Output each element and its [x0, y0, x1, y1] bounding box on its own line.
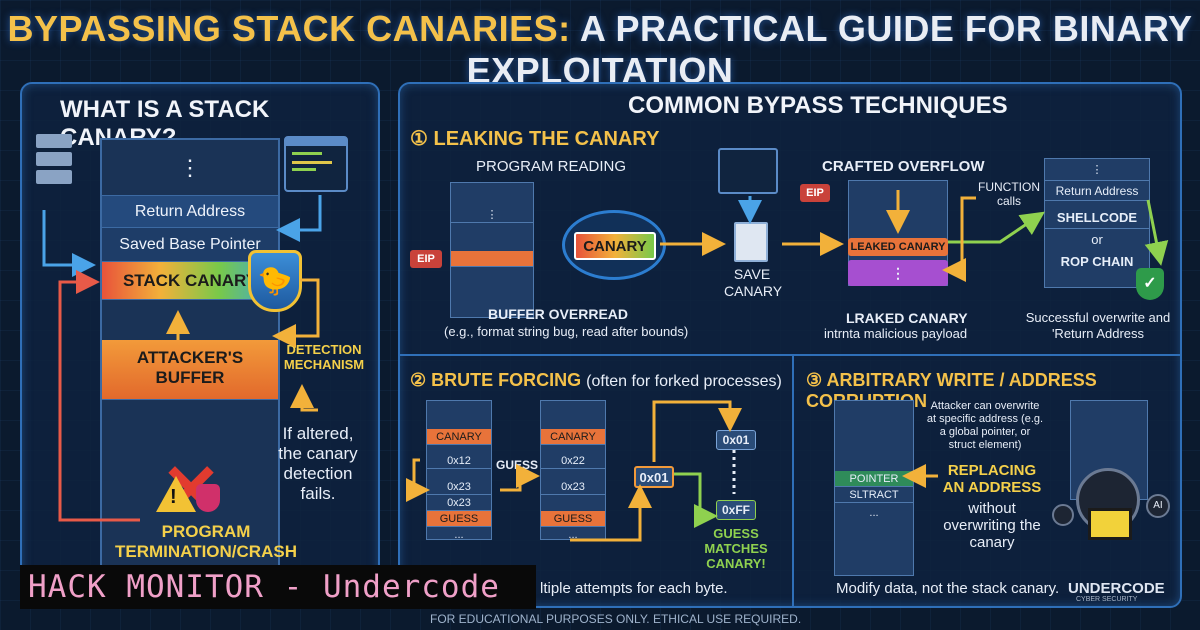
leak-canary-box: CANARY: [574, 232, 656, 260]
brute1-canary: CANARY: [427, 429, 491, 445]
brute1-x23b: 0x23: [427, 495, 491, 511]
arbitrary-note: Attacker can overwrite at specific addre…: [926, 400, 1044, 451]
warning-exclamation: !: [170, 486, 177, 508]
lraked-canary-label: LRAKED CANARY: [846, 310, 968, 326]
brute2-x23: 0x23: [541, 479, 605, 495]
leak-eip-tag: EIP: [410, 250, 442, 268]
termination-line1: PROGRAM: [161, 522, 251, 541]
leak-stack-dots: ⋮: [451, 207, 533, 223]
leak-stack: ⋮: [450, 182, 534, 318]
brute1-x23a: 0x23: [427, 479, 491, 495]
buffer-line1: ATTACKER'S: [136, 348, 244, 367]
return-address-cell: Return Address: [102, 196, 278, 228]
saved-base-pointer-cell: Saved Base Pointer: [102, 228, 278, 262]
x01-top-box: 0x01: [716, 430, 756, 450]
program-reading-label: PROGRAM READING: [476, 158, 627, 175]
mascot-laptop-icon: [1088, 508, 1132, 540]
code-window-icon: [284, 136, 348, 192]
left-panel-arrows: [42, 195, 322, 522]
brute1-x12: 0x12: [427, 453, 491, 469]
without-note: without overwriting the canary: [943, 500, 1041, 551]
warning-icon: [156, 476, 196, 512]
brute2-guess: GUESS: [541, 511, 605, 527]
brute-heading: ② BRUTE FORCING (often for forked proces…: [410, 370, 782, 391]
brute-arrows: [406, 400, 742, 542]
section-divider-v: [792, 354, 794, 606]
success-check-icon: ✓: [1136, 268, 1164, 300]
crafted-overflow-label: CRAFTED OVERFLOW: [822, 158, 985, 175]
result-dots: ⋮: [1045, 159, 1149, 181]
buffer-overread-label: BUFFER OVERREAD: [488, 306, 629, 322]
right-heading: COMMON BYPASS TECHNIQUES: [628, 92, 1008, 119]
brute2-canary: CANARY: [541, 429, 605, 445]
server-icon: [36, 134, 72, 204]
brute2-dots: ...: [568, 529, 578, 541]
crafted-payload-box: ⋮: [848, 260, 948, 286]
crafted-eip-tag: EIP: [800, 184, 830, 202]
undercode-brand: UNDERCODE: [1068, 580, 1165, 597]
brute-stack-1: CANARY 0x12 0x23 0x23 GUESS ...: [426, 400, 492, 541]
brute1-dots: ...: [454, 529, 464, 541]
leak-canary-stripe: [451, 251, 533, 267]
malicious-note: intrnta malicious payload: [824, 326, 968, 341]
brute-heading-note: (often for forked processes): [586, 373, 782, 390]
section-divider-h: [400, 354, 1180, 356]
leaked-canary-box: LEAKED CANARY: [848, 238, 948, 256]
success-note: Successful overwrite and 'Return Address: [1025, 310, 1171, 341]
arbitrary-stack: POINTER SLTRACT ...: [834, 400, 914, 576]
leak-arrows: [660, 190, 1169, 282]
mascot-ai-icon: AI: [1146, 494, 1170, 518]
attackers-buffer-cell: ATTACKER'S BUFFER: [102, 340, 278, 400]
result-return-address: Return Address: [1045, 181, 1149, 201]
pointer-cell: POINTER: [835, 471, 913, 487]
overread-note: (e.g., format string bug, read after bou…: [444, 324, 689, 339]
terminal-icon: [718, 148, 778, 194]
termination-label: PROGRAM TERMINATION/CRASH: [106, 522, 306, 562]
footer-disclaimer: FOR EDUCATIONAL PURPOSES ONLY. ETHICAL U…: [430, 612, 802, 626]
lock-shield-icon: [196, 484, 220, 512]
sltract-cell: SLTRACT: [835, 487, 913, 503]
brute-stack-2: CANARY 0x22 0x23 GUESS ...: [540, 400, 606, 541]
brute1-guess: GUESS: [427, 511, 491, 527]
mascot-lock-icon: [1052, 504, 1074, 526]
hack-monitor-watermark: HACK MONITOR - Undercode: [20, 565, 536, 609]
result-shellcode: SHELLCODE: [1045, 207, 1149, 229]
modify-note: Modify data, not the stack canary.: [836, 580, 1060, 597]
main-title: BYPASSING STACK CANARIES: A PRACTICAL GU…: [0, 8, 1200, 92]
stack-dots: ⋮: [102, 140, 278, 196]
undercode-mascot-logo: AI: [1046, 464, 1174, 574]
multiple-attempts-note: ltiple attempts for each byte.: [540, 580, 728, 597]
right-panel: COMMON BYPASS TECHNIQUES ① LEAKING THE C…: [398, 82, 1182, 608]
detection-label: DETECTION MECHANISM: [283, 342, 365, 372]
guess-matches-label: GUESS MATCHES CANARY!: [704, 526, 768, 571]
result-or: or: [1091, 232, 1103, 247]
replacing-address-label: REPLACING AN ADDRESS: [942, 462, 1042, 496]
x01-left-box: 0x01: [634, 466, 674, 488]
function-calls-label: FUNCTION calls: [978, 180, 1040, 208]
save-canary-label: SAVE CANARY: [724, 266, 783, 299]
canary-shield-icon: 🐤: [248, 250, 302, 312]
buffer-line2: BUFFER: [155, 368, 225, 387]
brute2-x22: 0x22: [541, 453, 605, 469]
brute-heading-text: ② BRUTE FORCING: [410, 370, 582, 390]
altered-note: If altered, the canary detection fails.: [278, 424, 358, 503]
undercode-brand-sub: CYBER SECURITY: [1076, 596, 1138, 603]
termination-line2: TERMINATION/CRASH: [115, 542, 297, 561]
title-highlight: BYPASSING STACK CANARIES:: [7, 8, 571, 49]
stack-diagram: ⋮ Return Address Saved Base Pointer STAC…: [100, 138, 280, 600]
leak-heading: ① LEAKING THE CANARY: [410, 128, 660, 150]
result-rop-chain: ROP CHAIN: [1060, 254, 1134, 269]
result-stack: ⋮ Return Address SHELLCODE or ROP CHAIN: [1044, 158, 1150, 288]
arbitrary-dots: ...: [869, 507, 879, 519]
